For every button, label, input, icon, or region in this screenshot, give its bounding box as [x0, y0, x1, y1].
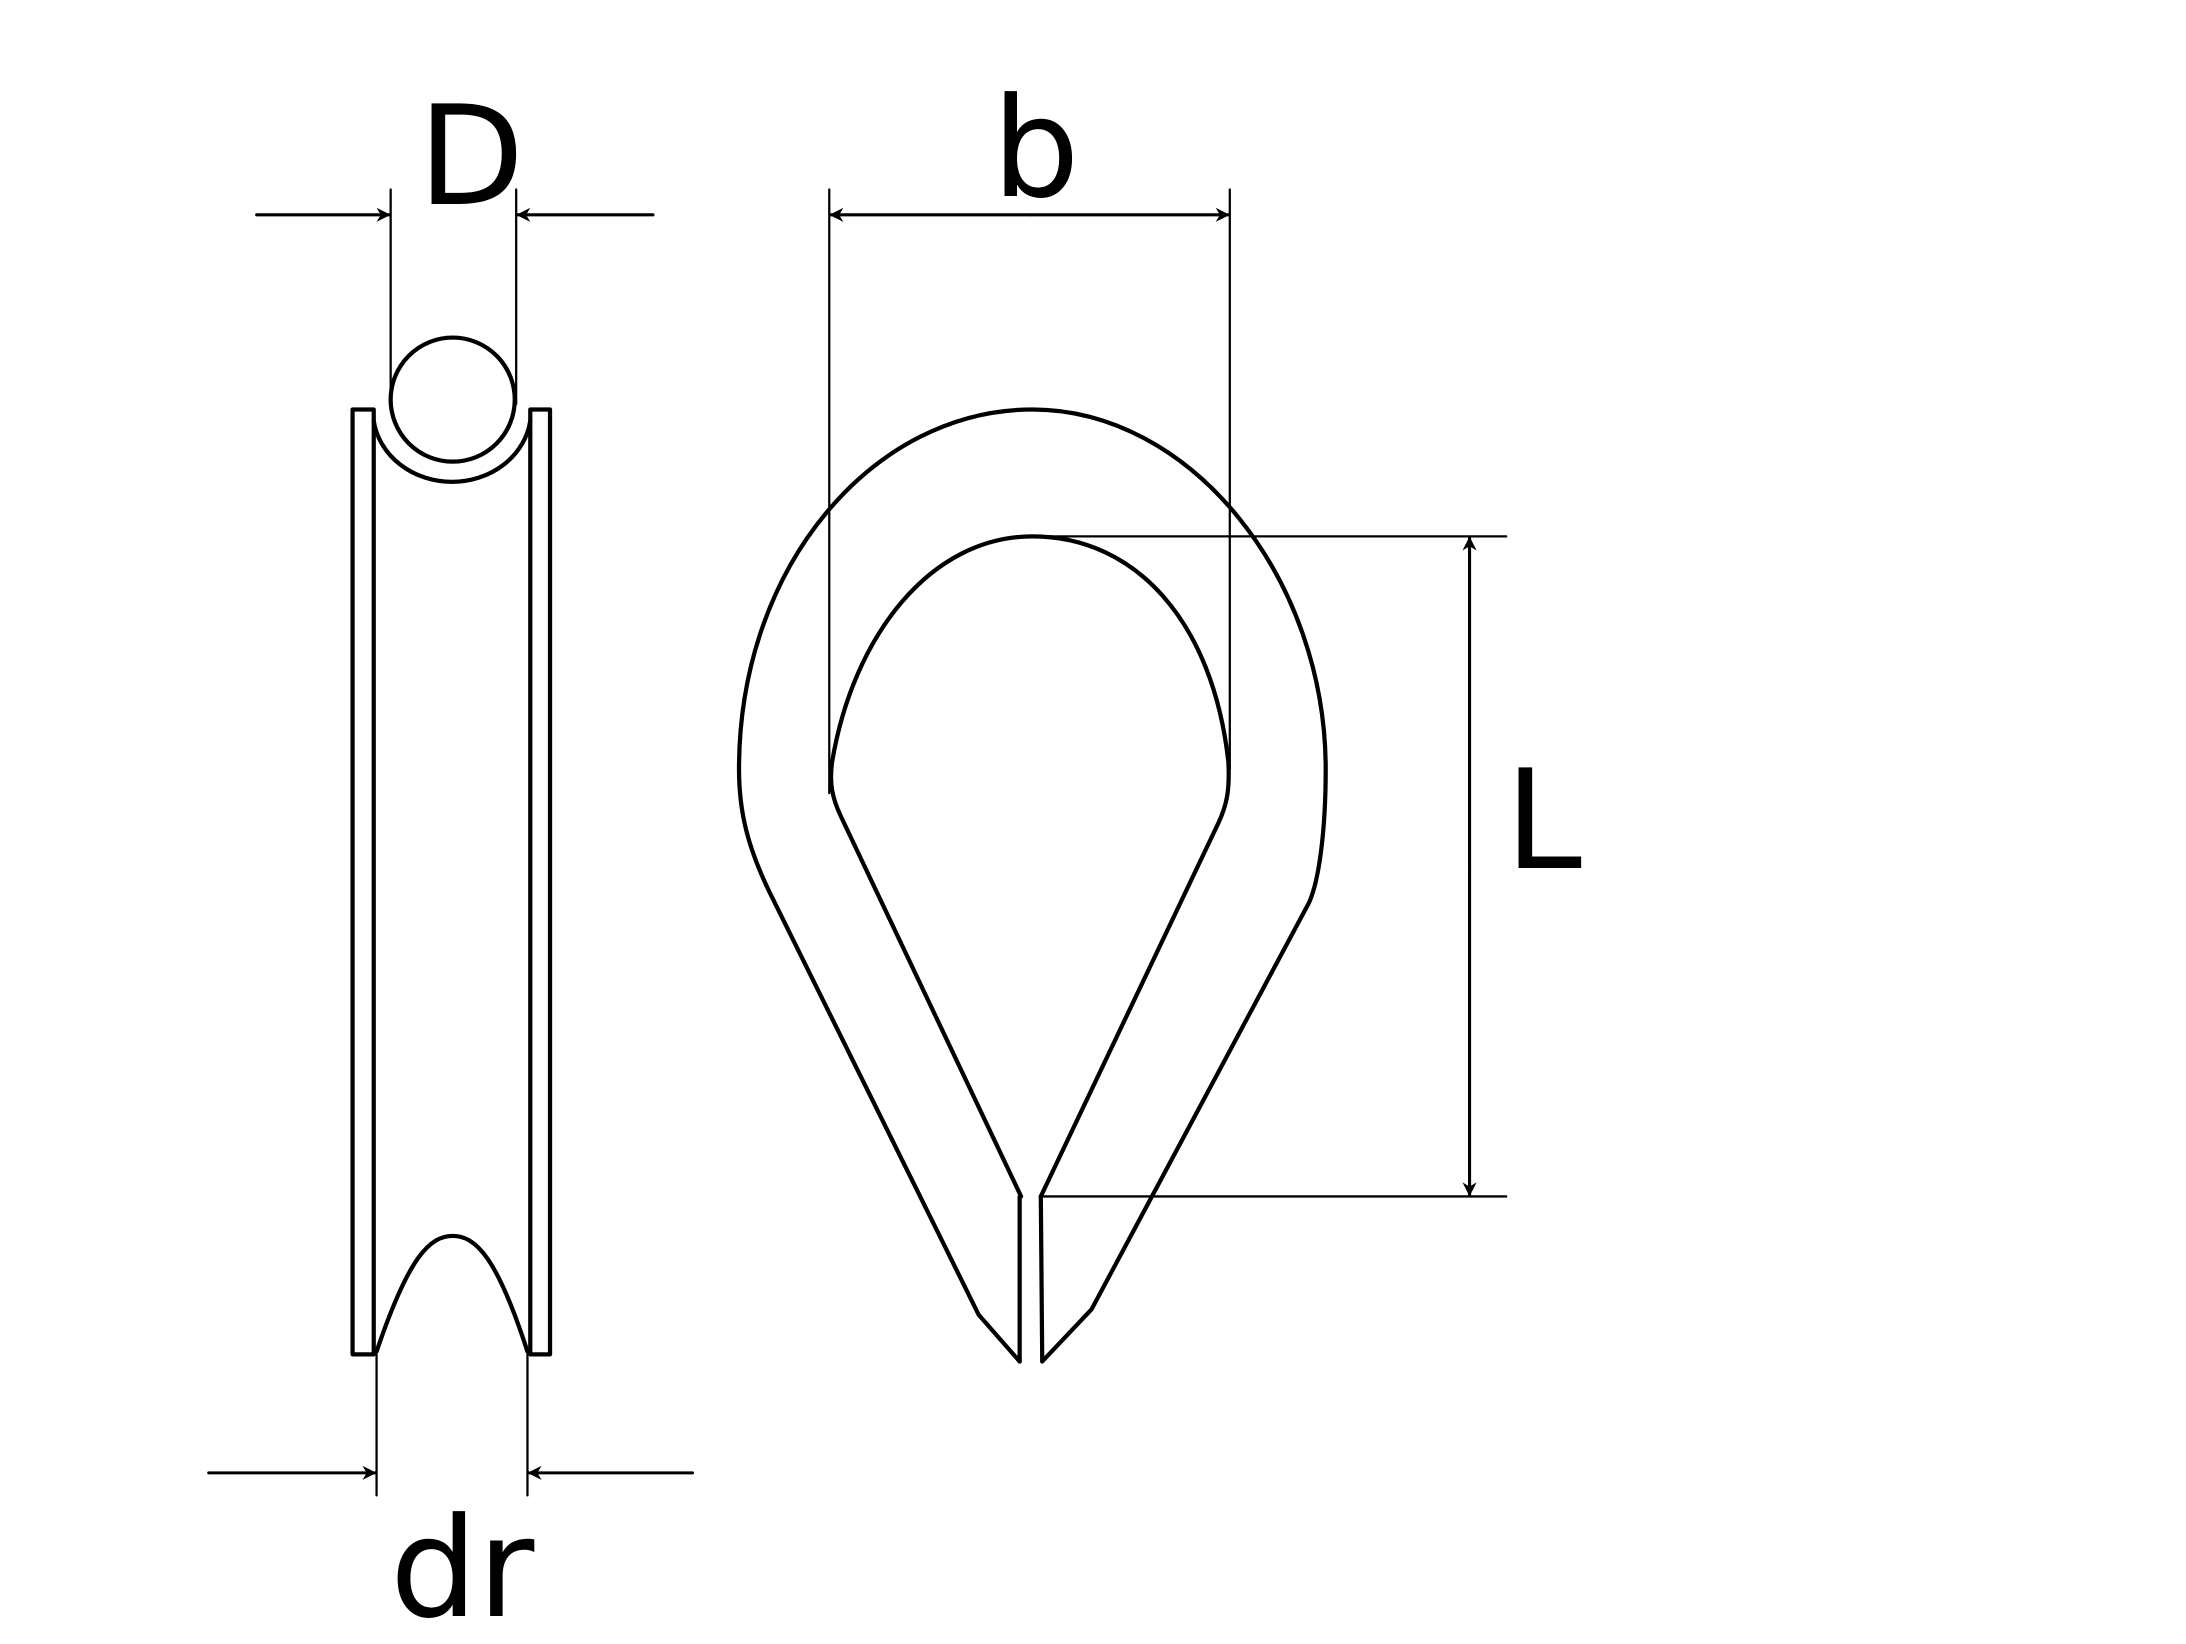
label-b: b	[992, 68, 1080, 229]
front-view	[736, 188, 1508, 1364]
label-L: L	[1505, 740, 1582, 901]
side-view	[207, 188, 695, 1497]
label-D: D	[418, 76, 525, 237]
label-dr: dr	[390, 1488, 535, 1644]
